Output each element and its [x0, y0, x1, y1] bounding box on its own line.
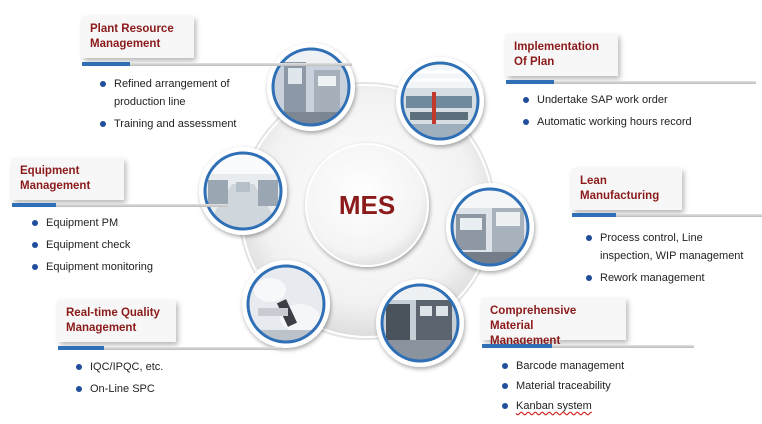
center-label: MES [339, 190, 395, 220]
module-list: Barcode management Material traceability… [500, 357, 670, 415]
module-title: Equipment Management [12, 158, 124, 200]
list-item: Barcode management [500, 357, 670, 375]
module-list: IQC/IPQC, etc. On-Line SPC [74, 358, 224, 398]
list-item: On-Line SPC [74, 380, 224, 398]
module-title: Comprehensive Material Management [482, 298, 626, 347]
module-list: Equipment PM Equipment check Equipment m… [30, 214, 180, 276]
photo-smt-machine [446, 183, 534, 271]
list-item: Process control, Line inspection, WIP ma… [584, 229, 754, 265]
list-item: IQC/IPQC, etc. [74, 358, 224, 376]
list-item: Equipment PM [30, 214, 180, 232]
module-list: Undertake SAP work order Automatic worki… [521, 91, 736, 131]
list-item: Refined arrangement of production line [98, 75, 263, 111]
list-item: Material traceability [500, 377, 670, 395]
list-item: Kanban system [500, 397, 670, 415]
center-circle [305, 143, 429, 267]
module-title: Implementation Of Plan [506, 34, 618, 76]
photo-production-line [267, 43, 355, 131]
module-title: Real-time Quality Management [58, 300, 176, 342]
photo-quality-inspection [242, 260, 330, 348]
list-item: Training and assessment [98, 115, 263, 133]
list-item: Equipment monitoring [30, 258, 180, 276]
module-list: Refined arrangement of production line T… [98, 75, 263, 133]
photo-material-warehouse [376, 279, 464, 367]
list-item: Automatic working hours record [521, 113, 736, 131]
list-item: Rework management [584, 269, 754, 287]
kanban-item-text: Kanban system [516, 400, 592, 412]
module-title: Plant Resource Management [82, 16, 194, 58]
list-item: Equipment check [30, 236, 180, 254]
module-list: Process control, Line inspection, WIP ma… [584, 229, 754, 287]
photo-equipment-room [199, 147, 287, 235]
list-item: Undertake SAP work order [521, 91, 736, 109]
photo-factory-floor [396, 57, 484, 145]
module-title: Lean Manufacturing [572, 168, 682, 210]
